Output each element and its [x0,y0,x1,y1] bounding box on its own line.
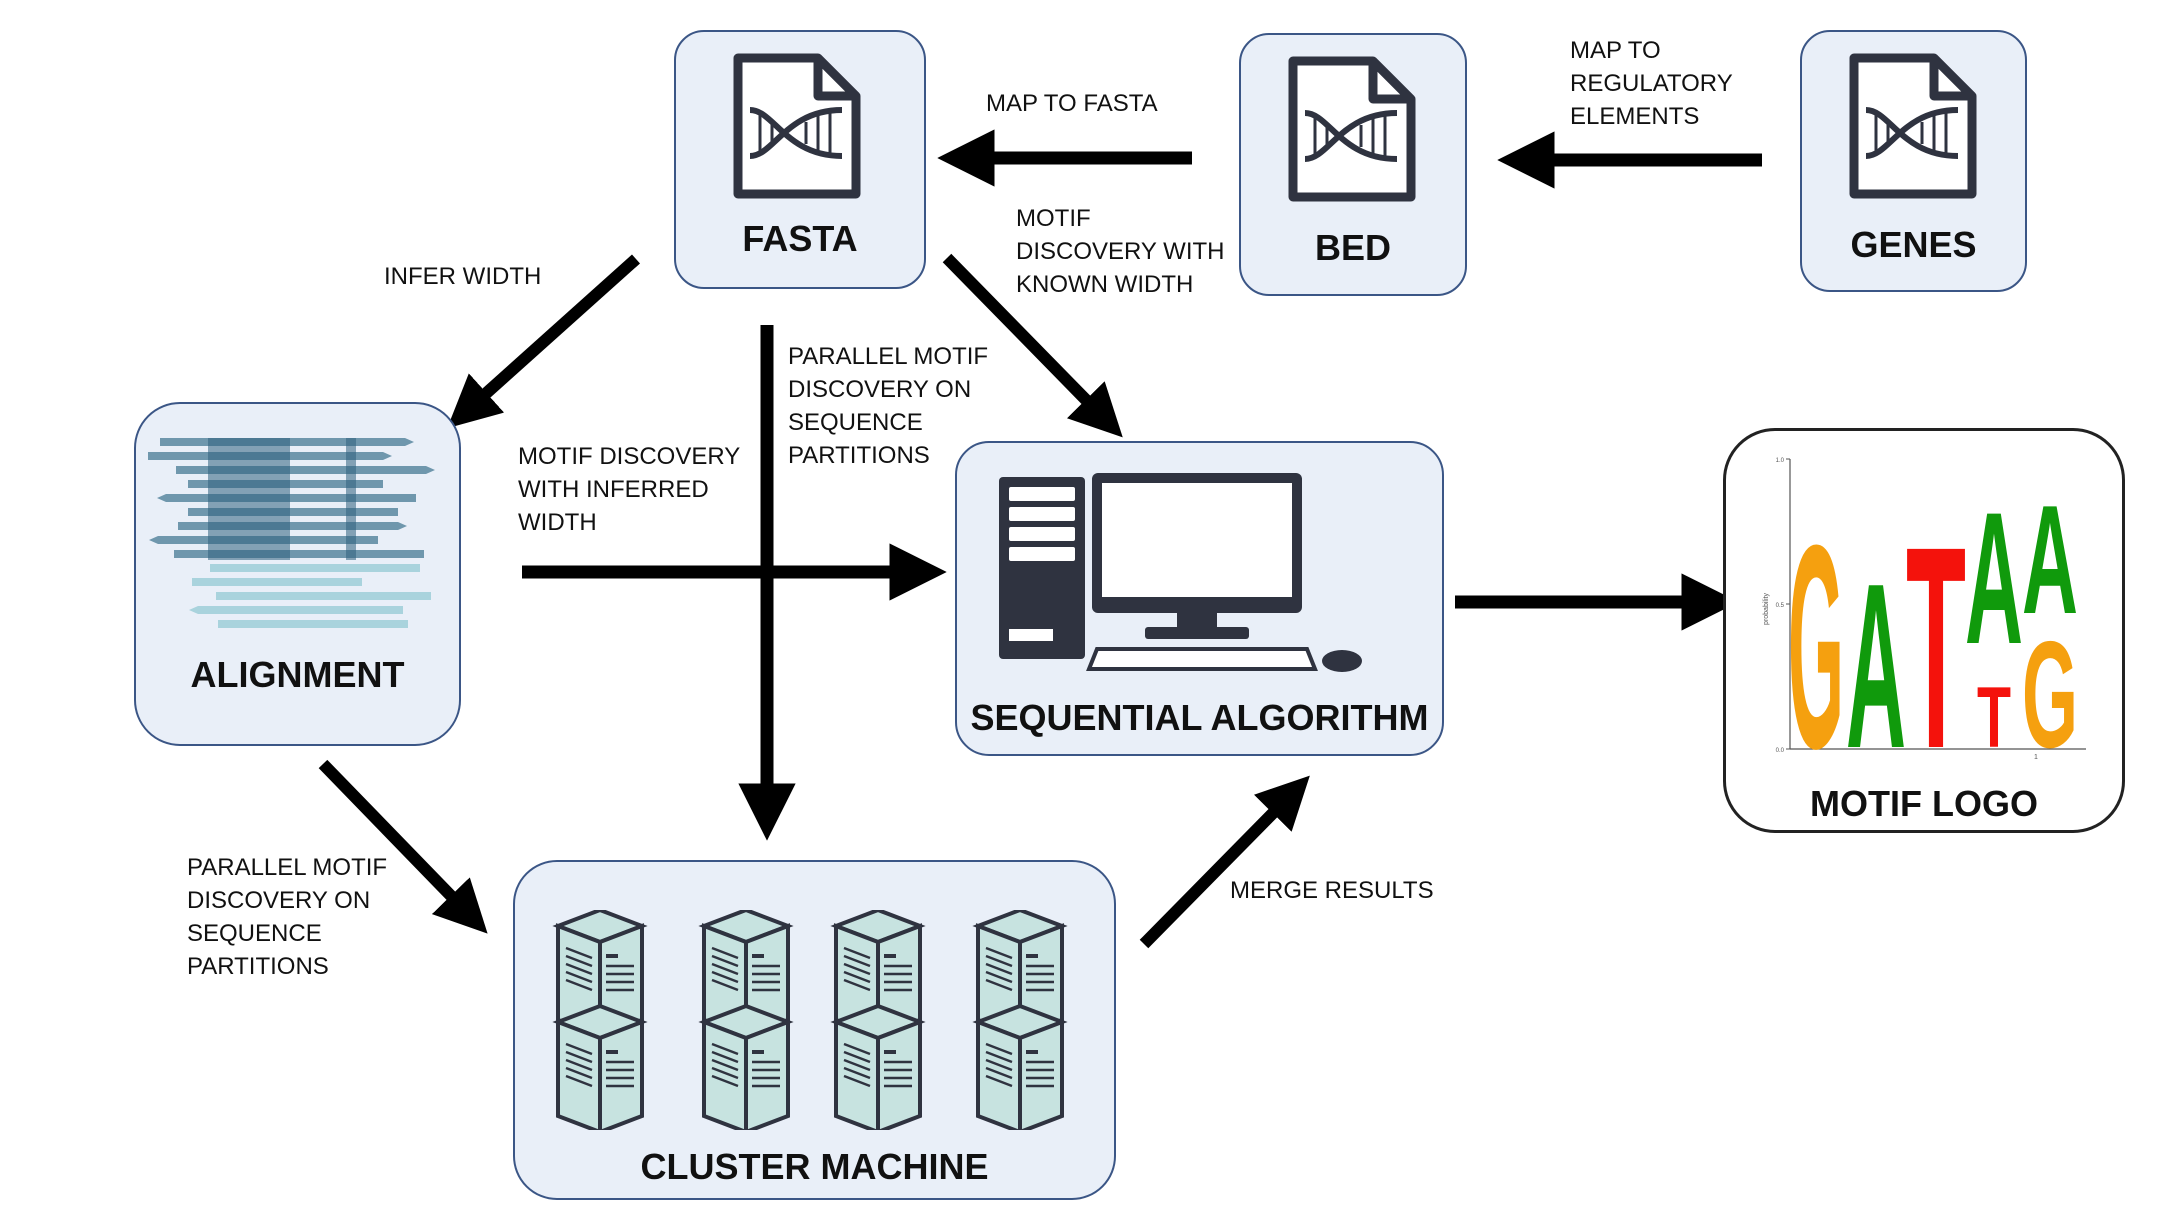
label-parallel-motif-discovery-top: PARALLEL MOTIF DISCOVERY ON SEQUENCE PAR… [788,343,989,469]
logo-letter-t1: T [1906,486,1966,759]
logo-xtick: 1 [2034,754,2038,759]
arrow-alignment-to-cluster [318,759,488,934]
dna-file-icon [1849,53,1977,199]
arrow-fasta-to-sequential [942,253,1123,438]
sequence-logo-icon: 1.0 0.5 0.0 probability 1 G A T A T A G [1763,458,2086,759]
logo-ylabel: probability [1763,593,1770,625]
genes-node: GENES [1800,30,2027,292]
label-motif-discovery-inferred-width: MOTIF DISCOVERY WITH INFERRED WIDTH [518,443,741,536]
bed-node: BED [1239,33,1467,296]
label-parallel-motif-discovery-bottom: PARALLEL MOTIF DISCOVERY ON SEQUENCE PAR… [187,854,388,980]
server-unit-3 [834,910,922,1130]
server-rack-icon [556,910,1064,1130]
mouse [1322,650,1362,672]
alignment-icon [148,438,435,628]
motif-logo-node: 1.0 0.5 0.0 probability 1 G A T A T A G … [1723,428,2125,833]
logo-letter-g1: G [1788,485,1844,759]
aligned-reads [148,438,435,628]
logo-letter-a3: A [2022,473,2078,647]
motif-logo-title: MOTIF LOGO [1810,783,2038,824]
logo-letter-t2: T [1977,670,2011,759]
genes-title: GENES [1850,224,1977,265]
server-unit-4 [976,910,1064,1130]
fasta-title: FASTA [742,218,858,259]
bed-title: BED [1314,227,1391,268]
arrow-fasta-to-alignment [447,254,641,429]
logo-letter-a2: A [1965,473,2023,683]
arrow-cluster-to-sequential [1139,775,1310,949]
server-unit-2 [702,910,790,1130]
logo-ytick-mid: 0.5 [1776,603,1785,609]
sequential-algorithm-node: SEQUENTIAL ALGORITHM [955,441,1444,756]
sequential-algorithm-title: SEQUENTIAL ALGORITHM [970,697,1429,738]
logo-letter-a1: A [1846,536,1906,759]
dna-file-icon [1288,56,1416,202]
alignment-title: ALIGNMENT [190,654,405,695]
logo-ytick-bottom: 0.0 [1776,748,1785,754]
label-infer-width: INFER WIDTH [384,263,542,290]
logo-ytick-top: 1.0 [1776,458,1785,464]
alignment-node: ALIGNMENT [134,402,461,746]
server-unit-1 [556,910,644,1130]
cluster-machine-node: CLUSTER MACHINE [513,860,1116,1200]
label-motif-discovery-known-width: MOTIF DISCOVERY WITH KNOWN WIDTH [1016,205,1225,298]
desktop-computer-icon [999,473,1362,672]
fasta-node: FASTA [674,30,926,289]
dna-file-icon [733,53,861,199]
label-map-to-fasta: MAP TO FASTA [986,90,1158,117]
label-merge-results: MERGE RESULTS [1230,877,1434,904]
keyboard [1086,647,1318,671]
pc-tower [999,477,1085,659]
cluster-machine-title: CLUSTER MACHINE [640,1146,989,1187]
logo-letter-g2: G [2022,611,2078,759]
label-map-to-regulatory-elements: MAP TO REGULATORY ELEMENTS [1570,37,1733,130]
